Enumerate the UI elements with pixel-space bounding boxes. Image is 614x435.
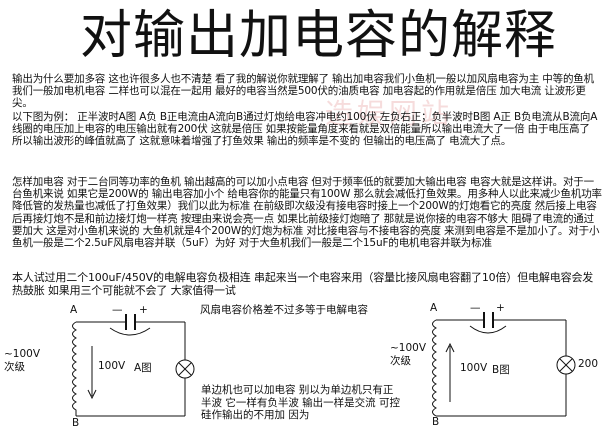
paragraph-example: 以下图为例： 正半波时A图 A负 B正电流由A流向B通过灯炮给电容冲电约100伏… (12, 111, 598, 148)
caption-single-side: 单边机也可以加电容 别以为单边机只有正半波 它一样有负半波 输出一样是交流 可控… (201, 384, 401, 421)
diagram-a-label-minus: — (112, 304, 123, 316)
diagram-b-label-b: B (432, 416, 440, 428)
diagram-a-label-plus: + (139, 304, 148, 316)
paragraph-how-to: 怎样加电容 对于二台同等功率的鱼机 输出越高的可以加小点电容 但对于频率低的就要… (12, 176, 602, 250)
circuit-b-drawing (432, 312, 576, 417)
diagram-b-output-label: 200 (578, 358, 599, 370)
caption-fan-capacitor: 风扇电容价格差不过多等于电解电容 (200, 304, 368, 316)
page-title: 对输出加电容的解释 (80, 6, 558, 66)
diagram-b-label-a: A (430, 302, 438, 314)
diagram-a-voltage-label: 100V (98, 360, 126, 372)
watermark-text: 造娱网站 (325, 97, 454, 130)
diagram-a-label-a: A (70, 304, 78, 316)
diagram-a-name-label: A图 (134, 362, 152, 374)
diagram-b-name-label: B图 (492, 364, 510, 376)
diagram-a-source-label: ~100V 次级 (4, 348, 41, 373)
diagram-a-label-b: B (72, 417, 80, 429)
circuit-a-drawing (72, 314, 195, 417)
diagram-b-source-label: ~100V 次级 (390, 342, 427, 367)
circuit-diagram-a: A — + B ~100V 次级 100V A图 (4, 304, 200, 429)
diagram-b-voltage-label: 100V (460, 362, 488, 374)
diagram-b-label-plus: + (496, 302, 505, 314)
diagram-b-label-minus: — (470, 302, 481, 314)
paragraph-experiment: 本人试过用二个100uF/450V的电解电容负极相连 串起来当一个电容来用（容量… (12, 271, 594, 297)
circuit-diagram-b: A — + B ~100V 次级 100V B图 200 (390, 302, 598, 430)
paragraph-intro: 输出为什么要加多容 这也许很多人也不清楚 看了我的解说你就理解了 输出加电容我们… (12, 73, 594, 110)
